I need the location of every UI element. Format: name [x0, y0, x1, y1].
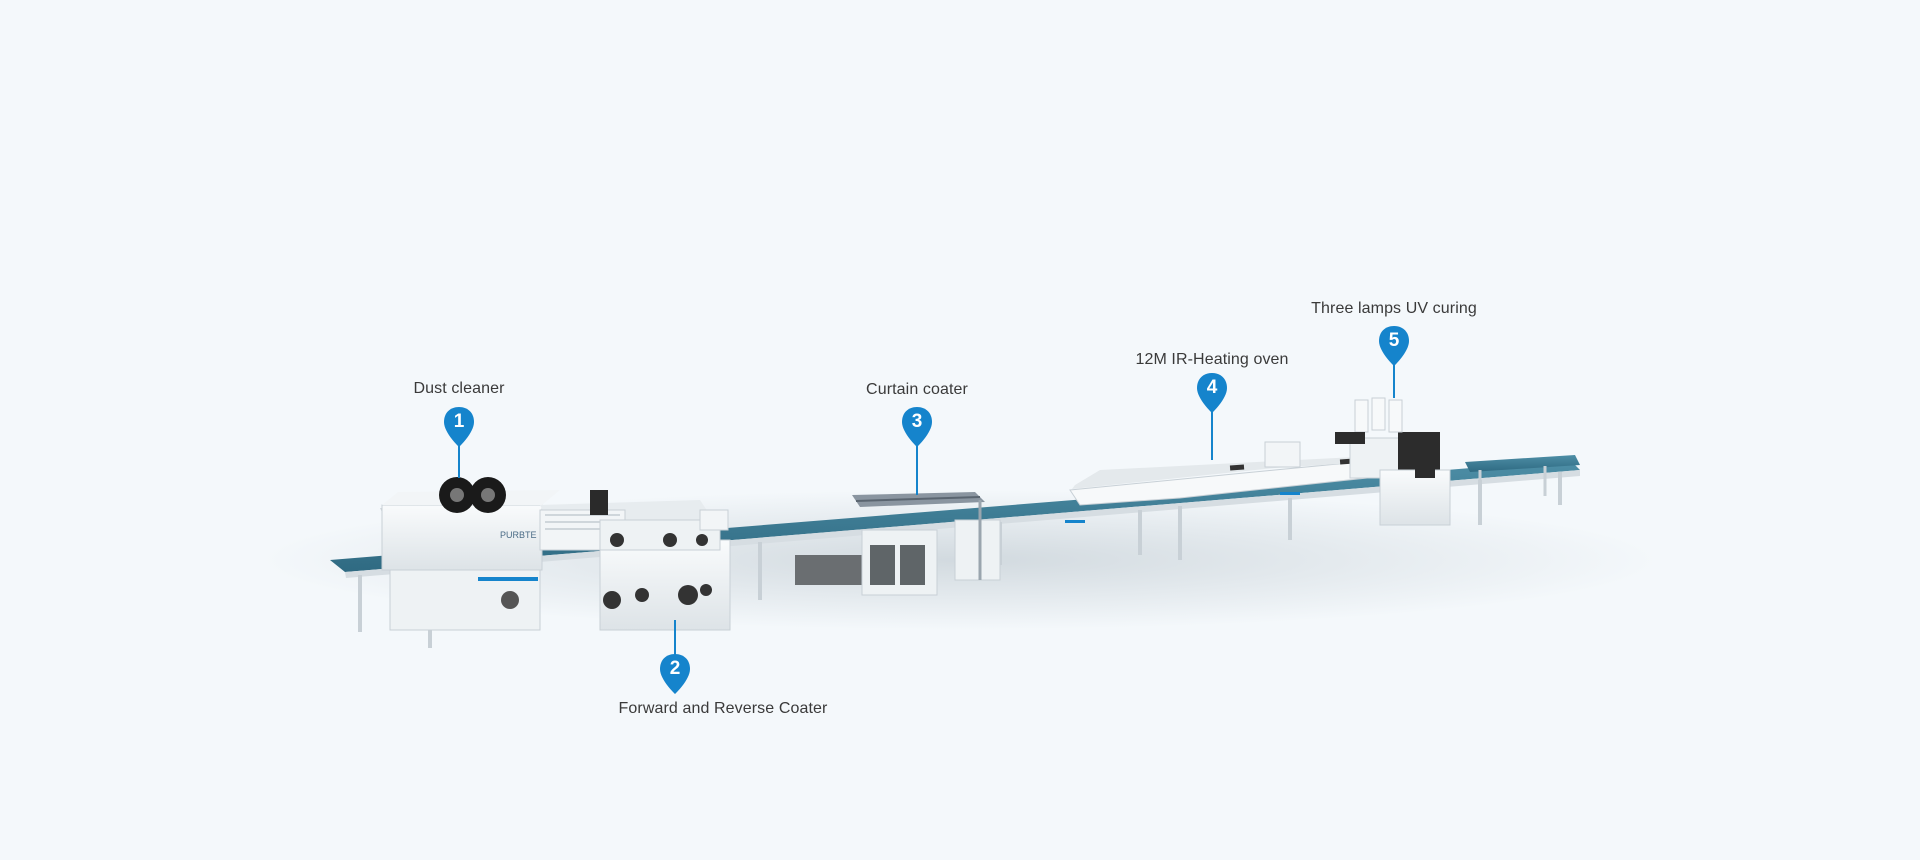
callout-stem: [458, 445, 460, 478]
callout-label: Curtain coater: [866, 381, 968, 398]
callout-label: 12M IR-Heating oven: [1135, 351, 1289, 368]
roller-coater-machine: [539, 490, 731, 631]
marker-number: 4: [1206, 377, 1218, 398]
curtain-coater-machine: [852, 492, 1001, 596]
marker-pin-icon: 3: [900, 405, 934, 449]
marker-pin-icon: 4: [1195, 371, 1229, 415]
marker-pin-icon: 2: [658, 652, 692, 696]
dust-cleaner-machine: PURBTE: [380, 477, 560, 631]
callout-stem: [1211, 411, 1213, 460]
marker-pin-icon: 1: [442, 405, 476, 449]
marker-number: 3: [911, 411, 923, 432]
callout-label: Dust cleaner: [413, 380, 505, 397]
uv-curing-machine: [1335, 397, 1580, 526]
callout-label: Forward and Reverse Coater: [618, 700, 828, 717]
callout-label: Three lamps UV curing: [1311, 300, 1477, 317]
callout-stem: [916, 445, 918, 495]
marker-pin-icon: 5: [1377, 324, 1411, 368]
marker-number: 2: [669, 658, 681, 679]
callout-stem: [1393, 364, 1395, 398]
tank: [795, 555, 865, 585]
marker-number: 5: [1388, 330, 1400, 351]
brand-logo: PURBTE: [500, 530, 537, 540]
marker-number: 1: [453, 411, 465, 432]
callout-stem: [674, 620, 676, 656]
